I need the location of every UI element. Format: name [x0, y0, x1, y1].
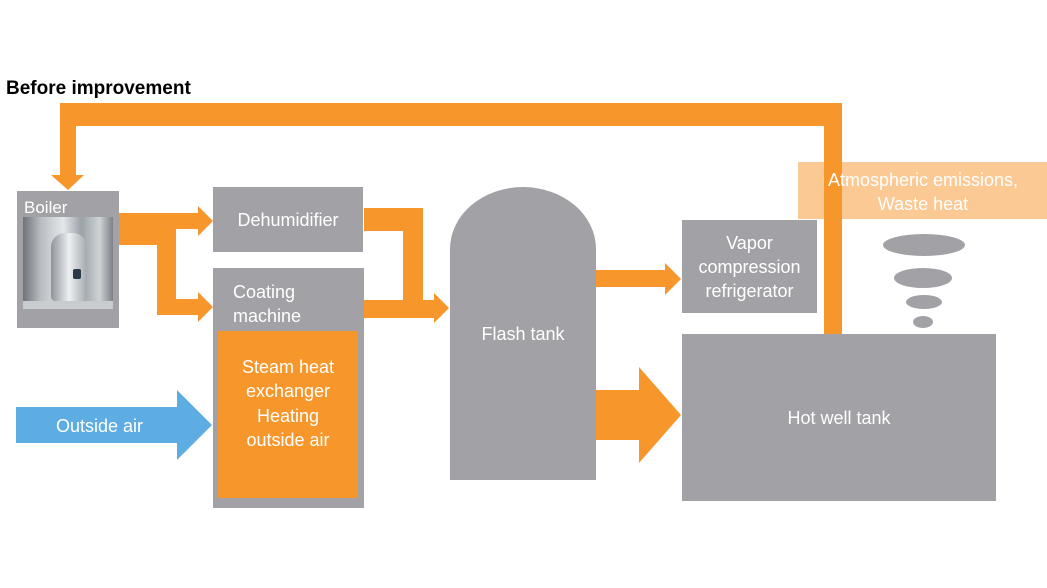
flash-to-hotwell-arrow	[596, 367, 681, 463]
boiler-box: Boiler	[17, 191, 119, 328]
flash-to-refrigerator-arrow	[596, 263, 681, 295]
smoke-icon	[906, 295, 942, 309]
outside-air-label: Outside air	[56, 416, 144, 436]
boiler-image	[23, 217, 113, 309]
outside-air-arrow	[16, 390, 212, 460]
hot-well-tank-box: Hot well tank	[682, 334, 996, 501]
emissions-label: Atmospheric emissions, Waste heat	[827, 170, 1019, 214]
steam-heat-exchanger-box: Steam heat exchanger Heating outside air	[218, 331, 358, 498]
smoke-icon	[913, 316, 933, 328]
dehumidifier-box: Dehumidifier	[213, 187, 363, 252]
smoke-icon	[894, 268, 952, 288]
vapor-compression-refrigerator-box: Vapor compression refrigerator	[682, 220, 817, 313]
to-flash-tank-arrow	[364, 208, 449, 323]
boiler-to-dehumidifier-arrow	[119, 206, 213, 322]
coating-machine-box: Coating machine Steam heat exchanger Hea…	[213, 268, 364, 508]
flash-tank: Flash tank	[450, 187, 596, 480]
heat-exchanger-label: Steam heat exchanger	[241, 357, 335, 401]
coating-machine-label: Coating machine	[233, 282, 302, 326]
boiler-label: Boiler	[24, 198, 68, 217]
heating-outside-air-label: Heating outside air	[246, 406, 330, 450]
diagram-title: Before improvement	[6, 78, 191, 99]
smoke-icon	[883, 234, 965, 256]
